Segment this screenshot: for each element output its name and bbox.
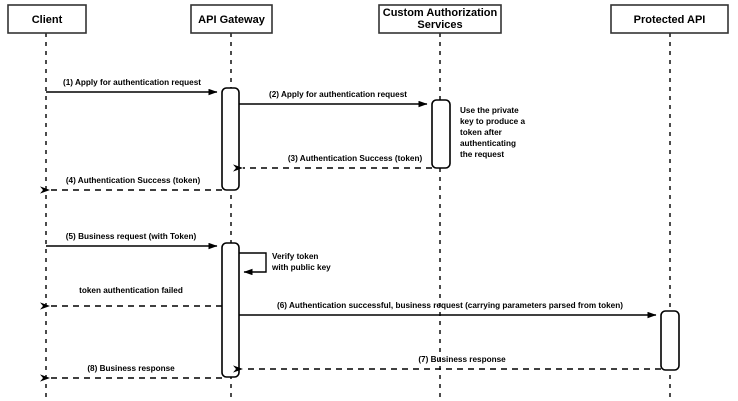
participant-auth-label-line1: Custom Authorization xyxy=(383,7,498,19)
participant-api-gateway[interactable]: API Gateway xyxy=(190,4,273,34)
message-6-authentication-successful-business-request[interactable]: (6) Authentication successful, business … xyxy=(239,301,657,319)
note-line-1: Use the private xyxy=(460,106,519,115)
message-self-verify-token[interactable]: Verify token with public key xyxy=(239,252,331,276)
message-5-business-request-with-token[interactable]: (5) Business request (with Token) xyxy=(46,232,218,250)
note-line-4: authenticating xyxy=(460,139,516,148)
message-6-label: (6) Authentication successful, business … xyxy=(277,301,623,310)
message-2-label: (2) Apply for authentication request xyxy=(269,90,407,99)
message-token-authentication-failed-label: token authentication failed xyxy=(79,286,183,295)
activation-gateway-auth-phase[interactable] xyxy=(221,87,240,191)
message-8-label: (8) Business response xyxy=(87,364,175,373)
message-4-authentication-success-token[interactable]: (4) Authentication Success (token) xyxy=(40,176,222,194)
message-7-label: (7) Business response xyxy=(418,355,506,364)
activation-auth-service[interactable] xyxy=(431,99,451,169)
message-3-authentication-success-token[interactable]: (3) Authentication Success (token) xyxy=(233,154,432,172)
message-8-business-response[interactable]: (8) Business response xyxy=(40,364,222,382)
activation-protected-api[interactable] xyxy=(660,310,680,371)
participant-client[interactable]: Client xyxy=(7,4,87,34)
participant-custom-authorization-services[interactable]: Custom Authorization Services xyxy=(378,4,502,34)
message-5-label: (5) Business request (with Token) xyxy=(66,232,197,241)
note-line-3: token after xyxy=(460,128,503,137)
note-line-5: the request xyxy=(460,150,504,159)
participant-client-label: Client xyxy=(32,14,63,26)
participant-protected-api[interactable]: Protected API xyxy=(610,4,729,34)
message-2-apply-for-authentication-request[interactable]: (2) Apply for authentication request xyxy=(239,90,428,108)
message-3-label: (3) Authentication Success (token) xyxy=(288,154,423,163)
message-self-label-line1: Verify token xyxy=(272,252,318,261)
message-1-apply-for-authentication-request[interactable]: (1) Apply for authentication request xyxy=(46,78,218,96)
message-1-label: (1) Apply for authentication request xyxy=(63,78,201,87)
participant-auth-label-line2: Services xyxy=(417,19,462,31)
message-4-label: (4) Authentication Success (token) xyxy=(66,176,201,185)
message-7-business-response[interactable]: (7) Business response xyxy=(233,355,661,373)
activation-gateway-business-phase[interactable] xyxy=(221,242,240,378)
participant-api-gateway-label: API Gateway xyxy=(198,14,266,26)
message-self-label-line2: with public key xyxy=(271,263,331,272)
note-line-2: key to produce a xyxy=(460,117,526,126)
note-private-key-token: Use the private key to produce a token a… xyxy=(460,106,526,159)
participant-protected-api-label: Protected API xyxy=(634,14,706,26)
message-token-authentication-failed[interactable]: token authentication failed xyxy=(40,286,222,310)
